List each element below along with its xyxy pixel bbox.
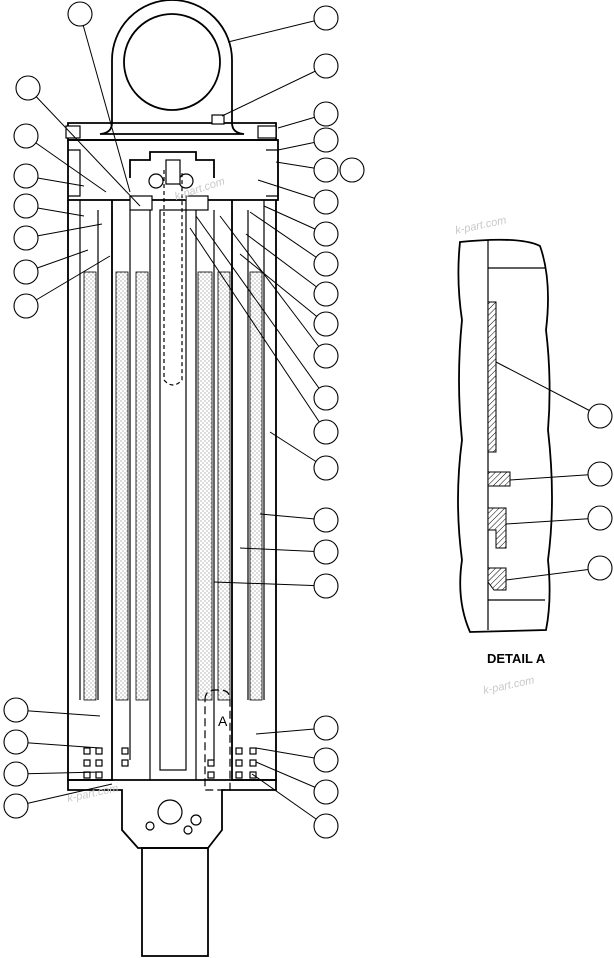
callout-bubble xyxy=(313,281,339,307)
head-flange xyxy=(67,122,277,141)
callout-bubble xyxy=(313,507,339,533)
callout-bubble xyxy=(313,221,339,247)
callout-bubble xyxy=(313,311,339,337)
cap-ball-left xyxy=(148,173,164,189)
base-port-a xyxy=(145,821,155,831)
callout-bubble xyxy=(313,127,339,153)
callout-bubble xyxy=(313,189,339,215)
grease-fitting xyxy=(211,114,225,125)
callout-bubble xyxy=(313,455,339,481)
callout-bubble xyxy=(313,53,339,79)
callout-bubble xyxy=(13,259,39,285)
callout-bubble xyxy=(13,293,39,319)
callout-bubble xyxy=(587,461,613,487)
oil-chamber-right-b xyxy=(217,271,231,701)
base-port-c xyxy=(183,825,193,835)
callout-bubble xyxy=(313,101,339,127)
callout-bubble xyxy=(3,729,29,755)
callout-bubble xyxy=(313,747,339,773)
watermark: k-part.com xyxy=(66,782,119,805)
head-bolt-right xyxy=(257,125,277,139)
base-port-b xyxy=(190,814,202,826)
callout-bubble xyxy=(313,813,339,839)
rod-eye xyxy=(111,0,233,124)
callout-bubble xyxy=(313,539,339,565)
callout-bubble xyxy=(13,193,39,219)
callout-bubble xyxy=(313,343,339,369)
base-port-main xyxy=(157,799,183,825)
section-marker-label: A xyxy=(218,713,228,729)
watermark: k-part.com xyxy=(454,214,507,237)
watermark: k-part.com xyxy=(482,674,535,697)
callout-bubble xyxy=(3,793,29,819)
callout-bubble xyxy=(13,123,39,149)
callout-bubble xyxy=(313,573,339,599)
detail-a-breakline xyxy=(457,238,553,633)
callout-bubble xyxy=(3,761,29,787)
detail-wear-band xyxy=(487,301,497,453)
callout-bubble xyxy=(587,555,613,581)
callout-leaders xyxy=(15,13,601,827)
oil-chamber-left-b xyxy=(115,271,129,701)
retainer-right xyxy=(185,195,209,211)
callout-bubble xyxy=(13,163,39,189)
rod-extension xyxy=(141,847,209,957)
callout-bubble xyxy=(313,779,339,805)
callout-bubble xyxy=(313,5,339,31)
cap-seal xyxy=(165,159,181,185)
detail-oring xyxy=(487,471,511,487)
callout-bubble xyxy=(313,385,339,411)
cylinder-assembly: A xyxy=(65,0,279,957)
rod-inner-tube xyxy=(163,170,183,386)
oil-chamber-left-c xyxy=(135,271,149,701)
head-ears xyxy=(68,149,279,197)
callout-bubble xyxy=(313,251,339,277)
piston-cap xyxy=(129,151,215,178)
head-bolt-left xyxy=(65,125,81,139)
callout-bubble xyxy=(15,75,41,101)
oil-chamber-right-a xyxy=(249,271,263,701)
callout-bubbles xyxy=(3,1,613,839)
detail-wiper xyxy=(487,567,507,591)
rod-eye-bore xyxy=(123,13,221,111)
oil-chamber-left-a xyxy=(83,271,97,701)
retainer-left xyxy=(129,195,153,211)
callout-bubble xyxy=(313,419,339,445)
callout-bubble xyxy=(313,715,339,741)
detail-a-view: DETAIL A xyxy=(457,238,553,666)
callout-bubble xyxy=(67,1,93,27)
oil-chamber-right-c xyxy=(197,271,213,701)
detail-piston-seal xyxy=(487,507,507,549)
callout-bubble xyxy=(3,697,29,723)
callout-bubble xyxy=(313,157,339,183)
detail-a-outline xyxy=(204,689,231,791)
callout-bubble xyxy=(587,403,613,429)
callout-bubble xyxy=(339,157,365,183)
callout-bubble xyxy=(13,225,39,251)
detail-a-caption: DETAIL A xyxy=(487,651,546,666)
callout-bubble xyxy=(587,505,613,531)
